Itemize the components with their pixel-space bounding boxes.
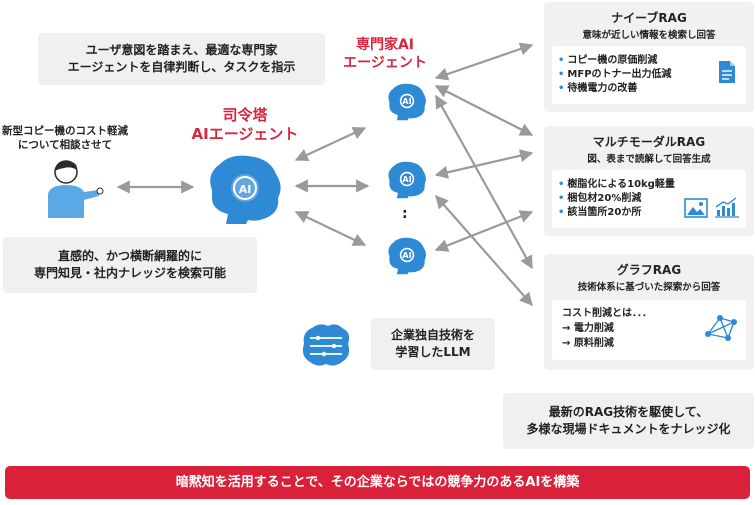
commander-title: 司令塔 AIエージェント — [191, 106, 299, 143]
document-icon — [719, 61, 735, 83]
experts-ellipsis: : — [402, 206, 408, 222]
multimodal-rag-subtitle: 図、表まで読解して回答生成 — [587, 154, 711, 165]
expert-brain-icon-1: AI — [388, 83, 426, 121]
naive-rag-subtitle: 意味が近しい情報を検索し回答 — [582, 30, 716, 41]
multimodal-rag-content: •樹脂化による10kg軽量 •梱包材20%削減 •該当箇所20か所 — [552, 170, 746, 228]
llm-bubble: 企業独自技術を 学習したLLM — [371, 318, 495, 370]
svg-text:AI: AI — [402, 251, 411, 260]
multimodal-rag-title: マルチモーダルRAG — [592, 135, 706, 149]
arrow-expert1-naive — [434, 42, 534, 81]
user-request: 新型コピー機のコスト軽減 について相談させて — [2, 125, 128, 151]
arrow-expert1-multimodal — [434, 85, 534, 136]
rag-knowledge-bubble: 最新のRAG技術を駆使して、 多様な現場ドキュメントをナレッジ化 — [503, 393, 754, 449]
summary-banner: 暗黙知を活用することで、その企業ならではの競争力のあるAIを構築 — [5, 466, 750, 499]
image-icon — [684, 198, 708, 218]
arrow-expert2-graph — [435, 195, 533, 306]
expert-brain-icon-2: AI — [388, 161, 426, 199]
instruction-bubble: ユーザ意図を踏まえ、最適な専門家 エージェントを自律判断し、タスクを指示 — [38, 33, 325, 85]
arrow-expert2-multimodal — [434, 149, 534, 179]
arrow-expert1-graph — [435, 94, 533, 270]
graph-rag-content: コスト削減とは．．． → 電力削減 → 原料削減 — [552, 300, 746, 360]
commander-brain-icon: AI — [210, 155, 281, 224]
svg-text:AI: AI — [402, 175, 411, 184]
search-capability-bubble: 直感的、かつ横断網羅的に 専門知見・社内ナレッジを検索可能 — [3, 237, 257, 293]
commander-ai-label: AI — [239, 183, 252, 196]
graph-rag-card: グラフRAG 技術体系に基づいた探索から回答 コスト削減とは．．． → 電力削減… — [544, 254, 754, 370]
naive-rag-content: •コピー機の原価削減 •MFPのトナー出力低減 •待機電力の改善 — [552, 46, 746, 104]
arrow-expert3-multimodal — [434, 210, 534, 252]
naive-rag-title: ナイーブRAG — [611, 11, 687, 25]
expert-brain-icon-3: AI — [388, 237, 426, 275]
network-graph-icon — [705, 315, 737, 341]
graph-rag-subtitle: 技術体系に基づいた探索から回答 — [577, 282, 721, 293]
user-icon — [48, 160, 104, 218]
llm-circuit-brain-icon — [302, 324, 350, 366]
experts-title: 専門家AI エージェント — [343, 37, 427, 71]
bar-chart-icon — [715, 197, 739, 218]
svg-text:AI: AI — [402, 97, 411, 106]
multimodal-rag-card: マルチモーダルRAG 図、表まで読解して回答生成 •樹脂化による10kg軽量 •… — [544, 126, 754, 236]
arrow-commander-expert-1 — [294, 127, 367, 161]
naive-rag-card: ナイーブRAG 意味が近しい情報を検索し回答 •コピー機の原価削減 •MFPのト… — [544, 2, 754, 112]
graph-rag-title: グラフRAG — [616, 263, 682, 277]
arrow-commander-expert-3 — [294, 211, 367, 246]
